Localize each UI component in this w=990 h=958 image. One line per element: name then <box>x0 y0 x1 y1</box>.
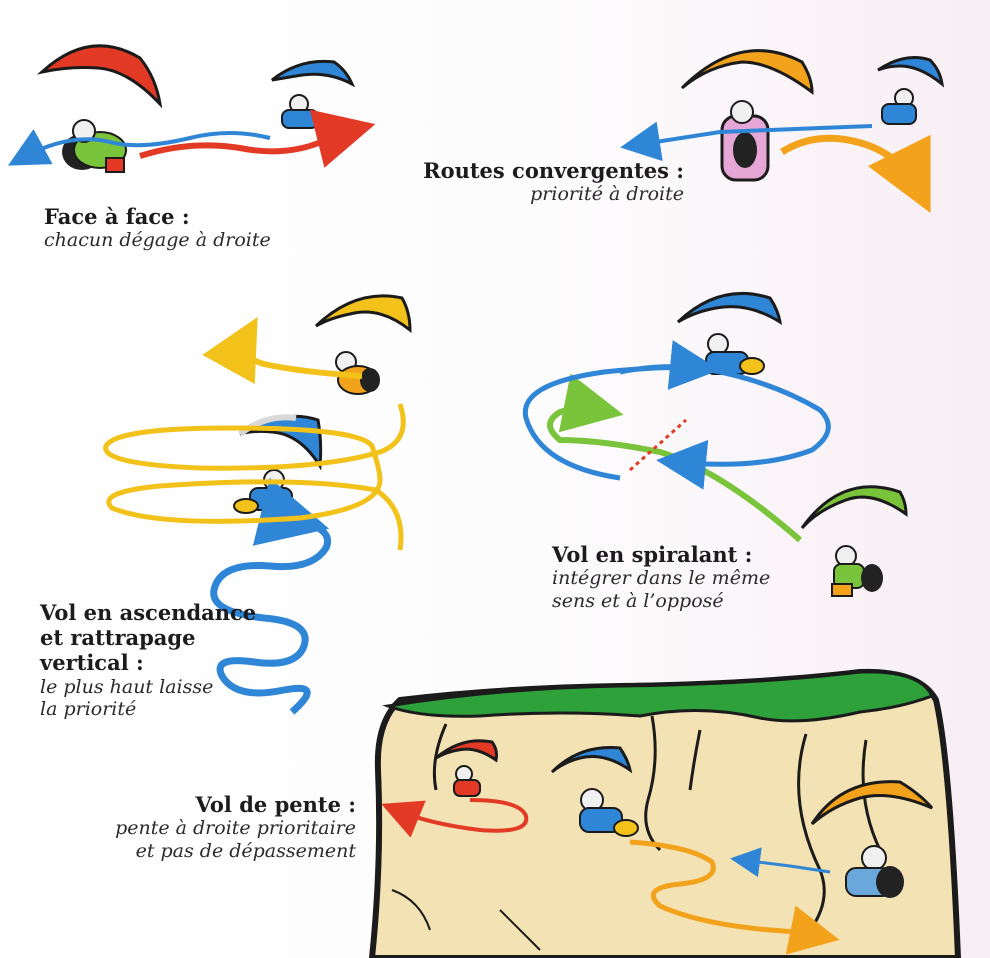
spiral-path-icon <box>522 365 831 479</box>
spiral-path-icon <box>547 373 802 543</box>
caption-vol-en-ascendance: Vol en ascendance et rattrapage vertical… <box>40 600 256 721</box>
caption-vol-en-spiralant: Vol en spiralant : intégrer dans le même… <box>552 542 770 613</box>
caption-text: la priorité <box>40 698 137 721</box>
pilot-icon <box>705 333 765 375</box>
spiral-path-icon <box>103 403 406 551</box>
scene-vol-en-spiralant <box>522 291 908 597</box>
caption-routes-convergentes: Routes convergentes : priorité à droite <box>420 158 684 206</box>
pilot-icon <box>881 88 917 125</box>
spiral-path-icon <box>619 340 720 390</box>
flight-path-arrow-icon <box>780 134 931 214</box>
paraglider-wing-icon <box>271 59 356 88</box>
flight-path-arrow-icon <box>139 109 376 168</box>
paraglider-wing-icon <box>680 49 814 96</box>
scene-vol-de-pente <box>368 668 962 958</box>
spiral-path-icon <box>202 317 363 385</box>
scene-routes-convergentes <box>620 49 945 214</box>
scene-face-a-face <box>7 44 376 173</box>
pilot-icon <box>845 845 904 898</box>
cliff-grass <box>382 670 935 723</box>
pilot-icon <box>62 119 127 173</box>
cliff-crack <box>432 715 882 931</box>
caption-text: sens et à l’opposé <box>552 589 724 612</box>
paraglider-wing-icon <box>810 780 934 826</box>
caption-vol-de-pente: Vol de pente : pente à droite prioritair… <box>96 792 356 863</box>
flight-path-arrow-icon <box>629 839 840 955</box>
paraglider-wing-icon <box>550 746 633 774</box>
pilot-icon <box>233 469 293 514</box>
paraglider-wing-icon <box>238 414 297 437</box>
pilot-icon <box>453 765 481 797</box>
caption-text: pente à droite prioritaire <box>115 817 356 840</box>
flight-path-arrow-icon <box>620 121 873 162</box>
caption-title: Vol de pente : <box>195 792 356 817</box>
pilot-icon <box>579 788 639 837</box>
flight-path-arrow-icon <box>730 847 831 878</box>
caption-text: intégrer dans le même <box>552 567 771 590</box>
flight-path-arrow-icon <box>7 128 271 166</box>
paraglider-wing-icon <box>314 294 412 334</box>
caption-title-line: vertical : <box>40 650 144 676</box>
pilot-icon <box>720 100 770 182</box>
scene-vol-en-ascendance <box>103 294 412 715</box>
caption-title: Vol en spiralant : <box>552 542 753 567</box>
caption-title-line: et rattrapage <box>40 625 196 651</box>
caption-title-line: Vol en ascendance <box>40 600 257 625</box>
flight-path-arrow-icon <box>381 798 529 838</box>
paraglider-wing-icon <box>435 739 498 763</box>
caption-face-a-face: Face à face : chacun dégage à droite <box>44 204 271 252</box>
paraglider-wing-icon <box>800 485 908 530</box>
caption-title: Routes convergentes : <box>423 158 684 183</box>
paraglider-wing-icon <box>676 291 783 326</box>
pilot-icon <box>281 94 319 129</box>
caption-text: chacun dégage à droite <box>44 229 271 252</box>
cliff-crack <box>391 889 541 951</box>
paraglider-wing-icon <box>877 56 945 88</box>
caption-text: et pas de dépassement <box>135 839 356 862</box>
spiral-path-icon <box>210 477 331 715</box>
caption-title: Face à face : <box>44 204 190 229</box>
pilot-icon <box>831 545 883 597</box>
paraglider-wing-icon <box>36 44 163 109</box>
caption-text: priorité à droite <box>530 183 684 206</box>
caption-text: le plus haut laisse <box>40 675 214 698</box>
